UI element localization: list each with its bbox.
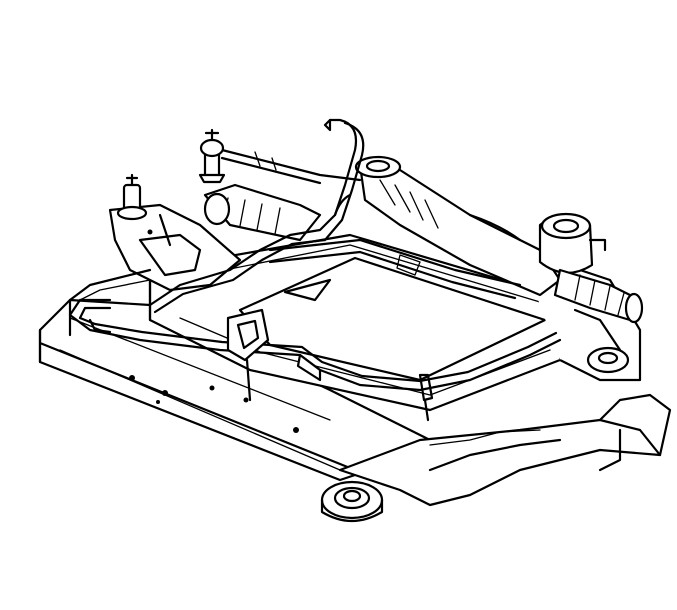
front-mount-bushing (320, 480, 384, 522)
right-tie-rod-boot (553, 268, 644, 324)
left-tie-rod-boot (203, 183, 322, 242)
line-bracket (226, 308, 434, 422)
front-crossmember (338, 393, 672, 507)
cooler-line (68, 298, 562, 392)
left-rear-mount (108, 203, 242, 292)
power-steering-reservoir (538, 212, 607, 274)
steering-hose (148, 118, 365, 314)
steering-gear (354, 155, 562, 297)
left-upper-rail (68, 268, 152, 334)
left-ball-joint (116, 173, 148, 221)
rear-crossmember (268, 238, 522, 300)
left-tie-rod (198, 128, 362, 185)
